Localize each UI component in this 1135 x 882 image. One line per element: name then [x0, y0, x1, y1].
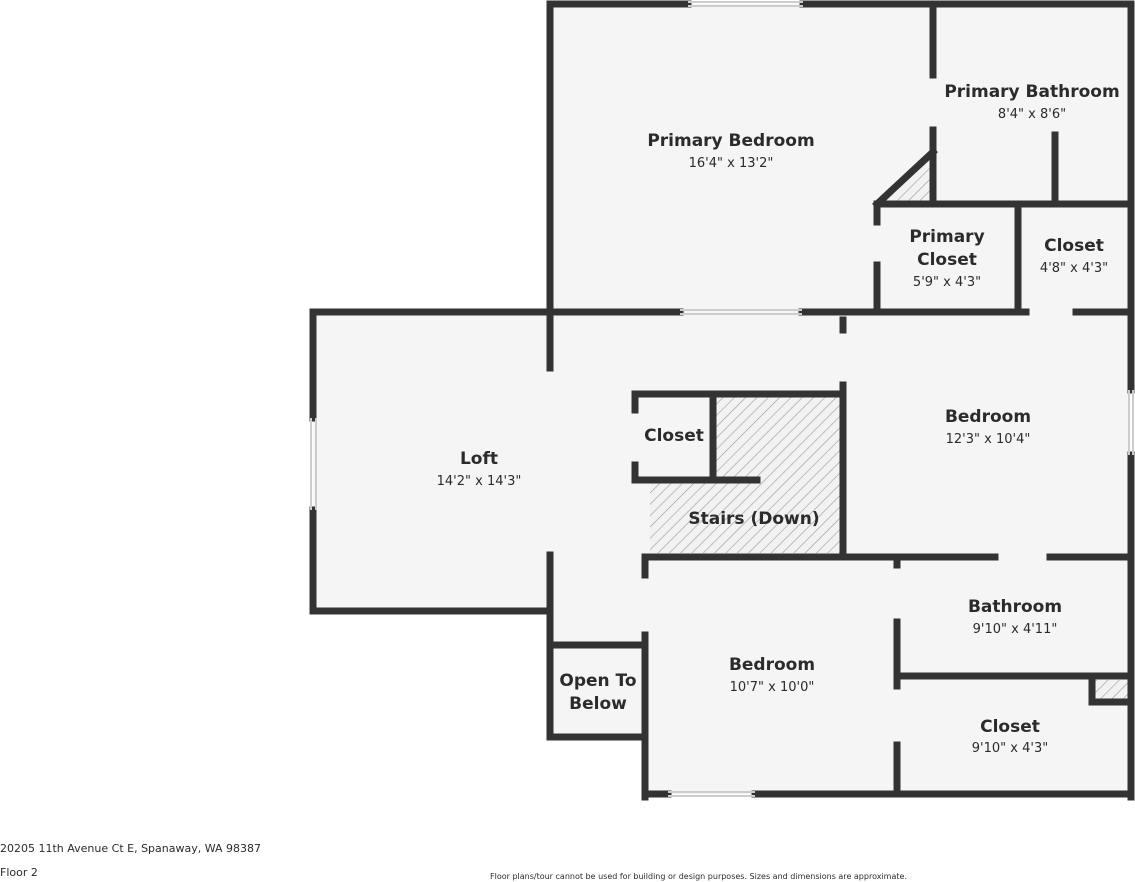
- loft-dims: 14'2" x 14'3": [437, 474, 522, 489]
- closet-upper-right-dims: 4'8" x 4'3": [1040, 261, 1108, 276]
- bathroom-dims: 9'10" x 4'11": [973, 622, 1058, 637]
- disclaimer: Floor plans/tour cannot be used for buil…: [490, 872, 907, 881]
- closet-upper-right-name: Closet: [1044, 236, 1104, 256]
- bedroom-right-area: [843, 310, 1130, 557]
- stairs-name: Stairs (Down): [688, 509, 819, 529]
- bedroom-lower-name: Bedroom: [729, 655, 815, 675]
- stairs-hatch: [650, 396, 840, 553]
- primary-bathroom-name: Primary Bathroom: [944, 82, 1119, 102]
- floor-label: Floor 2: [0, 866, 38, 879]
- primary-bedroom-area: [550, 4, 933, 310]
- loft-name: Loft: [460, 449, 498, 469]
- upper-closets-area: [877, 204, 1130, 310]
- primary-bathroom-area: [933, 4, 1130, 204]
- open-to-below-line1: Open To: [559, 671, 636, 691]
- hall-area: [550, 600, 647, 645]
- closet-small-name: Closet: [644, 426, 704, 446]
- closet-lower-right-name: Closet: [980, 717, 1040, 737]
- bathroom-name: Bathroom: [968, 597, 1062, 617]
- floor-fills: [313, 4, 1130, 794]
- bedroom-lower-dims: 10'7" x 10'0": [730, 680, 815, 695]
- open-below-area: [550, 645, 645, 735]
- primary-closet-name-line2: Closet: [917, 250, 977, 270]
- primary-closet-name-line1: Primary: [909, 227, 984, 247]
- closet-corner-hatch: [1095, 680, 1128, 702]
- primary-bathroom-dims: 8'4" x 8'6": [998, 107, 1066, 122]
- open-to-below-line2: Below: [569, 694, 627, 714]
- primary-bedroom-dims: 16'4" x 13'2": [689, 156, 774, 171]
- bedroom-right-name: Bedroom: [945, 407, 1031, 427]
- property-address: 20205 11th Avenue Ct E, Spanaway, WA 983…: [0, 842, 262, 855]
- closet-lower-right-dims: 9'10" x 4'3": [972, 741, 1048, 756]
- bedroom-right-dims: 12'3" x 10'4": [946, 432, 1031, 447]
- primary-bedroom-name: Primary Bedroom: [647, 131, 814, 151]
- primary-closet-dims: 5'9" x 4'3": [913, 275, 981, 290]
- windows: [310, 1, 1134, 797]
- walls: [309, 0, 1135, 801]
